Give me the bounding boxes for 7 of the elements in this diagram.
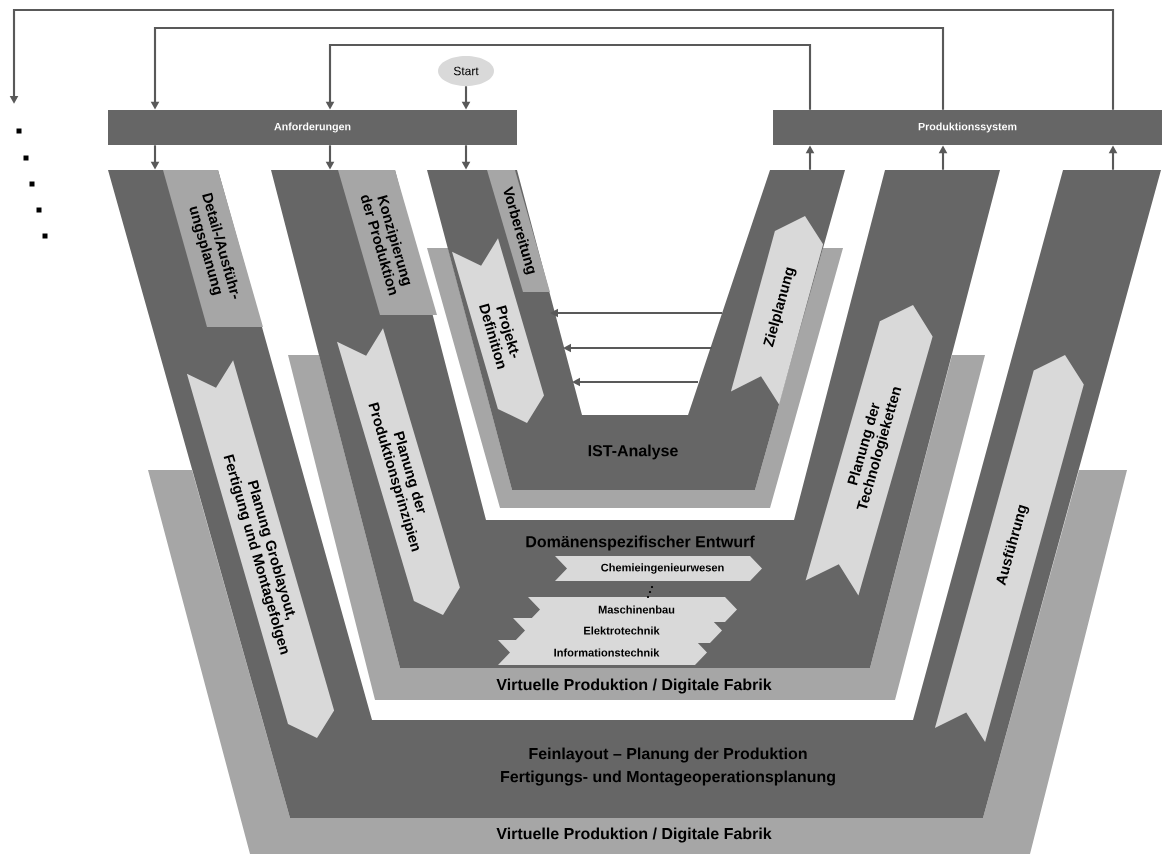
header-bar: Anforderungen [108, 110, 517, 145]
node-label: Maschinenbau [598, 605, 675, 614]
discipline-banner: Informationstechnik [498, 640, 707, 665]
node-label: Informationstechnik [554, 648, 660, 657]
discipline-banner: Chemieingenieurwesen [555, 556, 762, 581]
header-bar: Produktionssystem [773, 110, 1162, 145]
node-label: Elektrotechnik [584, 626, 660, 635]
